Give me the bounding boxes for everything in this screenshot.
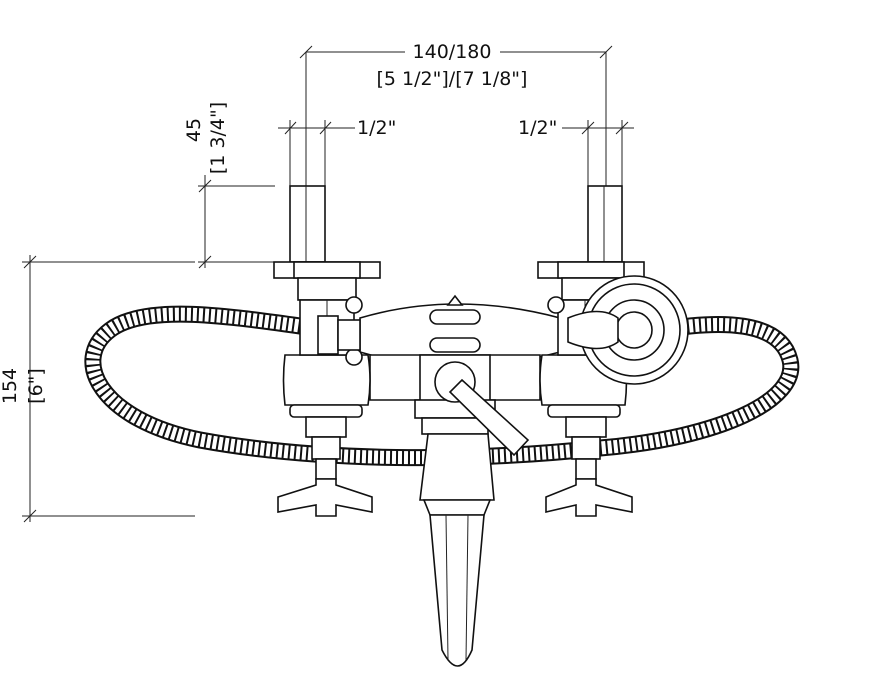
riser-height-imperial: [1 3/4"] <box>207 102 229 174</box>
hand-shower-holder <box>567 275 689 385</box>
hand-shower-hose <box>84 305 800 467</box>
overall-height-metric: 154 <box>0 368 21 404</box>
spout <box>419 433 495 667</box>
mixer-body <box>359 294 561 435</box>
riser-height-metric: 45 <box>183 118 205 142</box>
overall-height-imperial: [6"] <box>25 368 47 404</box>
cross-handle-right[interactable] <box>545 478 633 517</box>
bolt-icon <box>547 296 565 314</box>
center-spacing-imperial: [5 1/2"]/[7 1/8"] <box>377 68 528 90</box>
bolt-icon <box>345 296 363 314</box>
inlet-right-label: 1/2" <box>518 117 557 139</box>
dimension-lines <box>22 45 634 523</box>
cross-handle-left[interactable] <box>277 478 373 517</box>
mounting-flange-left <box>273 261 381 301</box>
inlet-riser-left <box>289 185 326 263</box>
center-spacing-metric: 140/180 <box>413 41 492 63</box>
inlet-left-label: 1/2" <box>357 117 396 139</box>
hose-connector-left <box>317 315 361 355</box>
bolt-icon <box>345 348 363 366</box>
valve-stem-left <box>305 416 347 480</box>
valve-stem-right <box>565 416 607 480</box>
inlet-riser-right <box>587 185 623 263</box>
diverter-lever[interactable] <box>434 361 530 457</box>
